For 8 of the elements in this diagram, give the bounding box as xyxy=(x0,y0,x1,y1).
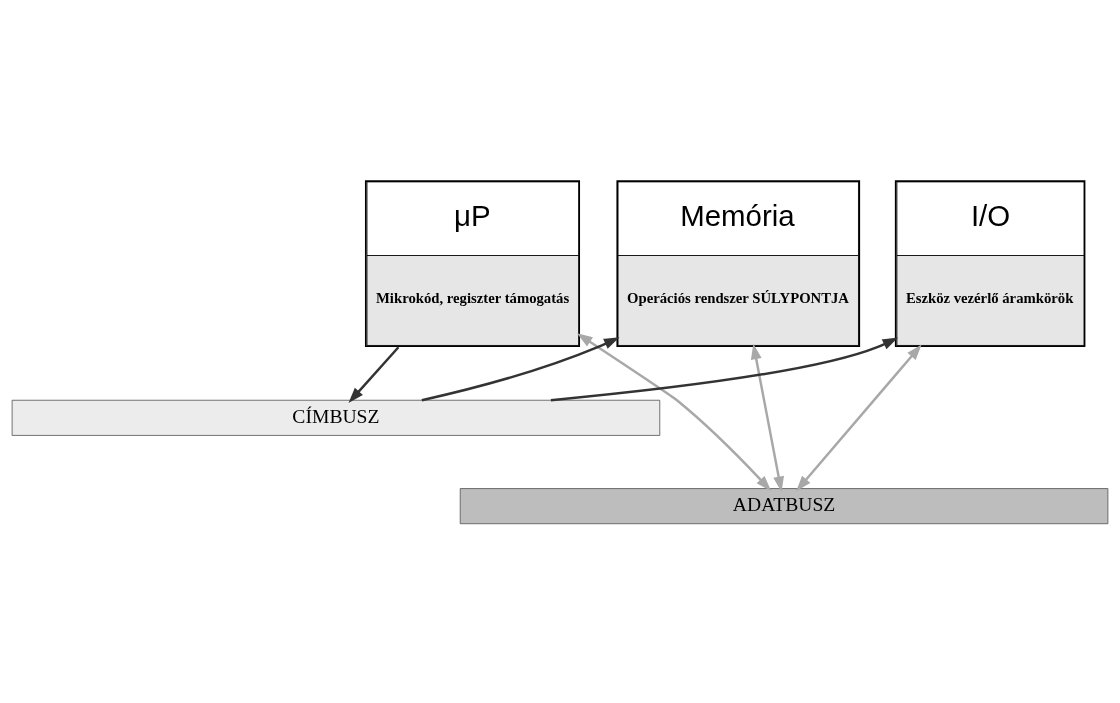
node-box: ADATBUSZ xyxy=(459,487,1109,524)
arrow xyxy=(550,336,899,401)
arrow xyxy=(796,344,922,491)
arrow xyxy=(348,345,400,403)
arrow xyxy=(421,336,620,401)
arrow xyxy=(577,332,772,491)
node-box: CÍMBUSZ xyxy=(11,399,661,436)
arrow xyxy=(750,343,784,492)
